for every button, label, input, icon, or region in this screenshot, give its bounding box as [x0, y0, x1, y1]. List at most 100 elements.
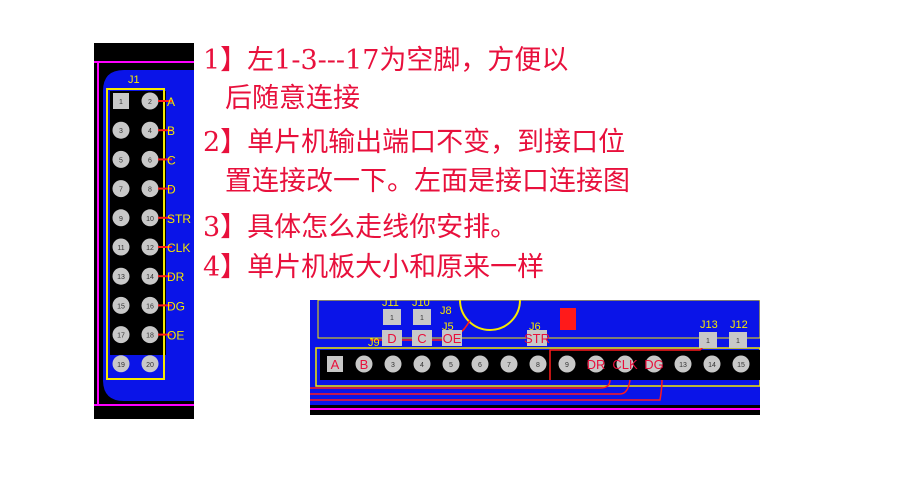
jumper-STR: STR	[524, 330, 550, 346]
pin-14: 14	[703, 355, 721, 373]
svg-text:STR: STR	[524, 331, 550, 346]
svg-text:15: 15	[117, 303, 125, 310]
svg-text:6: 6	[478, 362, 482, 369]
svg-text:16: 16	[146, 303, 154, 310]
pin-11: 11	[112, 238, 130, 256]
svg-text:12: 12	[146, 245, 154, 252]
designator-J5: J5	[442, 321, 454, 333]
designator-J11: J11	[382, 300, 399, 309]
pin-7: 7	[112, 180, 130, 198]
designator-J6: J6	[529, 321, 541, 333]
pin-6: 6	[471, 355, 489, 373]
signal-label: A	[167, 95, 175, 109]
svg-text:1: 1	[119, 99, 123, 106]
jumper-D: D	[382, 330, 402, 346]
svg-text:20: 20	[146, 362, 154, 369]
signal-label: DR	[167, 270, 185, 284]
note-2-line1: 2】单片机输出端口不变，到接口位	[203, 127, 626, 158]
note-1-line1: 1】左1-3---17为空脚，方便以	[203, 45, 569, 76]
signal-label: D	[167, 183, 176, 197]
pin-9: 9	[558, 355, 576, 373]
pin-13: 13	[112, 267, 130, 285]
svg-text:3: 3	[119, 128, 123, 135]
svg-text:14: 14	[708, 362, 716, 369]
signal-label: B	[167, 124, 175, 138]
svg-text:14: 14	[146, 274, 154, 281]
designator-J12: J12	[730, 319, 748, 331]
svg-text:18: 18	[146, 333, 154, 340]
svg-text:3: 3	[391, 362, 395, 369]
pin-15: 15	[112, 296, 130, 314]
note-2: 2】单片机输出端口不变，到接口位 置连接改一下。左面是接口连接图	[203, 128, 630, 197]
note-3: 3】具体怎么走线你安排。	[203, 212, 518, 243]
svg-text:9: 9	[565, 362, 569, 369]
note-1-line2: 后随意连接	[225, 83, 360, 114]
jumper-pin-1: 1	[413, 309, 431, 325]
j1-designator: J1	[128, 74, 140, 86]
pin-DG: DG	[644, 355, 664, 373]
svg-text:8: 8	[536, 362, 540, 369]
svg-text:B: B	[360, 357, 369, 372]
svg-text:17: 17	[117, 333, 125, 340]
designator-J9: J9	[368, 337, 380, 349]
designator-J8: J8	[440, 305, 452, 317]
jumper-pin-1: 1	[699, 332, 717, 348]
svg-text:2: 2	[148, 99, 152, 106]
pin-14: 14 DR	[141, 267, 185, 285]
pin-3: 3	[112, 121, 130, 139]
svg-text:15: 15	[737, 362, 745, 369]
svg-text:8: 8	[148, 187, 152, 194]
pin-5: 5	[442, 355, 460, 373]
svg-text:1: 1	[420, 315, 424, 322]
pin-13: 13	[674, 355, 692, 373]
signal-label: STR	[167, 212, 191, 226]
svg-text:7: 7	[507, 362, 511, 369]
pin-CLK: CLK	[612, 355, 638, 373]
svg-text:C: C	[417, 331, 426, 346]
svg-text:7: 7	[119, 187, 123, 194]
pin-10: 10 STR	[141, 209, 191, 227]
pin-12: 12 CLK	[141, 238, 190, 256]
svg-text:9: 9	[119, 216, 123, 223]
svg-text:13: 13	[679, 362, 687, 369]
pin-A: A	[327, 356, 343, 372]
jumper-pin-1: 1	[383, 309, 401, 325]
svg-text:10: 10	[146, 216, 154, 223]
signal-label: OE	[167, 329, 184, 343]
pin-8: 8	[529, 355, 547, 373]
svg-text:OE: OE	[443, 331, 462, 346]
svg-text:1: 1	[390, 315, 394, 322]
jumper-pin-1: 1	[729, 332, 747, 348]
signal-label: C	[167, 153, 176, 167]
svg-text:19: 19	[117, 362, 125, 369]
pin-9: 9	[112, 209, 130, 227]
designator-J13: J13	[700, 319, 718, 331]
signal-label: CLK	[167, 241, 190, 255]
pin-15: 15	[732, 355, 750, 373]
jumper-C: C	[412, 330, 432, 346]
pin-1: 1	[113, 93, 129, 109]
svg-text:6: 6	[148, 157, 152, 164]
pin-19: 19	[112, 355, 130, 373]
svg-text:1: 1	[706, 338, 710, 345]
pin-5: 5	[112, 150, 130, 168]
pin-B: B	[355, 355, 373, 373]
svg-text:13: 13	[117, 274, 125, 281]
svg-text:DR: DR	[587, 357, 606, 372]
pin-20: 20	[141, 355, 159, 373]
svg-text:5: 5	[119, 157, 123, 164]
note-1: 1】左1-3---17为空脚，方便以 后随意连接	[203, 46, 568, 114]
svg-text:A: A	[331, 357, 340, 372]
svg-text:CLK: CLK	[612, 357, 638, 372]
designator-J10: J10	[412, 300, 430, 309]
jumper-OE: OE	[442, 330, 462, 346]
svg-text:4: 4	[148, 128, 152, 135]
svg-text:DG: DG	[644, 357, 664, 372]
